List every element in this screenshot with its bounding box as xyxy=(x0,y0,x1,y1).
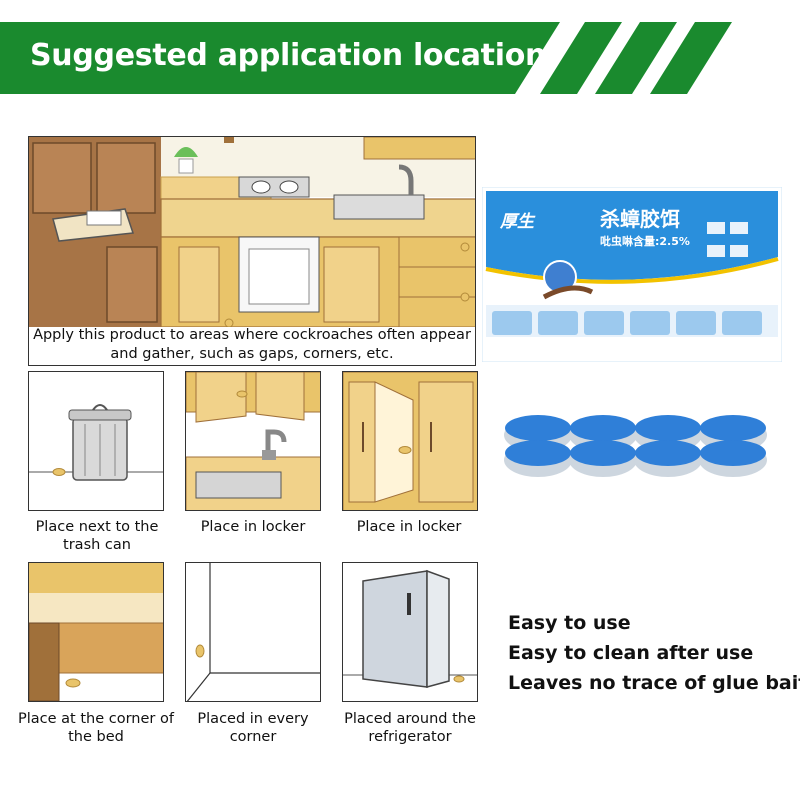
product-ingredient: 吡虫啉含量:2.5% xyxy=(600,235,690,248)
trash-can-panel xyxy=(28,371,164,511)
refrigerator-illustration xyxy=(343,569,477,688)
kitchen-illustration xyxy=(29,137,475,365)
trash-can-caption: Place next to the trash can xyxy=(35,519,159,553)
feature-easy-to-use: Easy to use xyxy=(508,612,631,634)
banner-title: Suggested application location xyxy=(30,38,547,73)
feature-easy-to-clean: Easy to clean after use xyxy=(508,642,754,664)
bed-corner-illustration xyxy=(29,563,163,701)
locker-cabinet-panel xyxy=(342,371,478,511)
bait-discs-image xyxy=(504,415,767,477)
room-corner-caption: Placed in every corner xyxy=(197,711,309,745)
room-corner-panel xyxy=(185,562,321,702)
banner-background xyxy=(0,22,732,94)
locker-cabinet-caption: Place in locker xyxy=(356,519,462,535)
trash-can-illustration xyxy=(29,404,163,481)
locker-sink-panel xyxy=(185,371,321,511)
refrigerator-panel xyxy=(342,562,478,702)
locker-sink-caption: Place in locker xyxy=(200,519,306,535)
feature-no-trace: Leaves no trace of glue bait xyxy=(508,672,800,694)
main-caption: Apply this product to areas where cockro… xyxy=(33,327,471,362)
room-corner-illustration xyxy=(186,563,320,701)
locker-sink-illustration xyxy=(186,372,320,510)
kitchen-illustration-panel xyxy=(28,136,476,366)
product-box-image: 厚生 杀蟑胶饵 吡虫啉含量:2.5% xyxy=(481,186,783,363)
product-brand: 厚生 xyxy=(500,212,534,232)
refrigerator-caption: Placed around the refrigerator xyxy=(344,711,476,745)
bed-corner-caption: Place at the corner of the bed xyxy=(18,711,174,745)
product-name: 杀蟑胶饵 xyxy=(600,207,680,231)
bed-corner-panel xyxy=(28,562,164,702)
locker-cabinet-illustration xyxy=(343,372,477,510)
features-list: Easy to use Easy to clean after use Leav… xyxy=(508,608,800,698)
